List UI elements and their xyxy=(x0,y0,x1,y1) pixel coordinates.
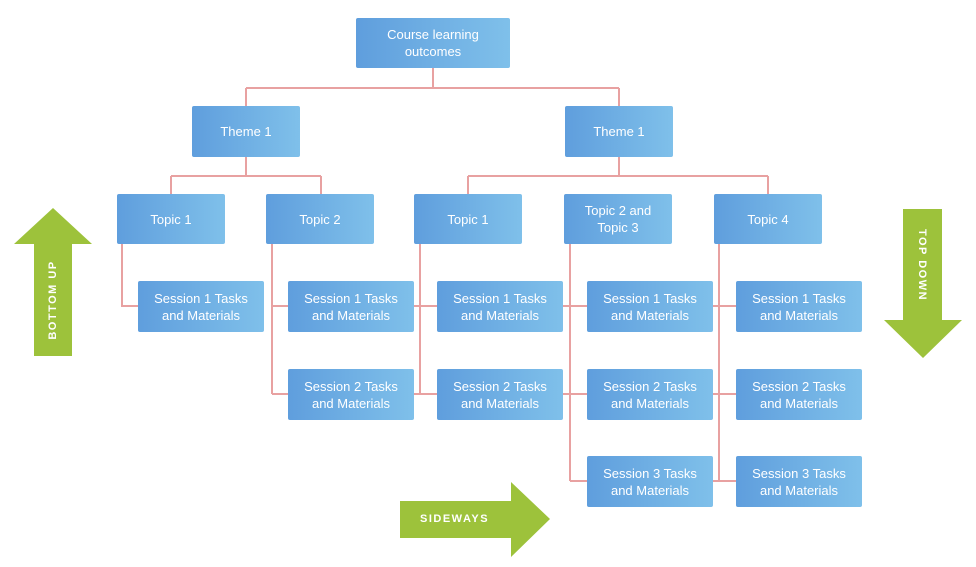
topic-label: Topic 1 xyxy=(447,211,489,227)
session-label: Session 1 Tasks and Materials xyxy=(453,290,547,323)
session-node[interactable]: Session 3 Tasks and Materials xyxy=(587,456,713,507)
connector-cross-sessions xyxy=(414,305,736,482)
topic-label: Topic 2 and Topic 3 xyxy=(584,203,652,235)
theme-label: Theme 1 xyxy=(220,124,272,139)
connector-theme-right-topics xyxy=(467,157,769,194)
connector-topic1-right-sessions xyxy=(419,244,437,395)
session-label: Session 2 Tasks and Materials xyxy=(603,378,697,411)
session-node[interactable]: Session 2 Tasks and Materials xyxy=(587,369,713,420)
theme-label: Theme 1 xyxy=(593,124,645,139)
session-label: Session 1 Tasks and Materials xyxy=(752,290,846,323)
session-node[interactable]: Session 1 Tasks and Materials xyxy=(288,281,414,332)
connector-topic2-sessions xyxy=(271,244,288,395)
session-label: Session 2 Tasks and Materials xyxy=(453,378,547,411)
session-node[interactable]: Session 3 Tasks and Materials xyxy=(736,456,862,507)
topic-label: Topic 2 xyxy=(299,211,341,227)
session-label: Session 3 Tasks and Materials xyxy=(752,465,846,498)
connector-topic1-left-sessions xyxy=(121,244,138,307)
root-label: Course learning outcomes xyxy=(387,27,479,59)
session-label: Session 1 Tasks and Materials xyxy=(304,290,398,323)
topic-node[interactable]: Topic 2 xyxy=(266,194,374,244)
session-label: Session 3 Tasks and Materials xyxy=(603,465,697,498)
session-node[interactable]: Session 1 Tasks and Materials xyxy=(587,281,713,332)
top-down-label: TOP DOWN xyxy=(916,228,928,302)
connector-theme-left-topics xyxy=(170,157,322,194)
bottom-up-arrow: BOTTOM UP xyxy=(14,208,92,356)
bottom-up-label: BOTTOM UP xyxy=(47,260,59,340)
arrow-right-icon xyxy=(400,482,550,557)
theme-node-right[interactable]: Theme 1 xyxy=(565,106,673,157)
arrow-up-icon xyxy=(14,208,92,356)
sideways-label: SIDEWAYS xyxy=(420,513,490,525)
theme-node-left[interactable]: Theme 1 xyxy=(192,106,300,157)
session-node[interactable]: Session 1 Tasks and Materials xyxy=(138,281,264,332)
session-label: Session 1 Tasks and Materials xyxy=(154,290,248,323)
connector-root-themes xyxy=(245,68,620,106)
session-label: Session 2 Tasks and Materials xyxy=(752,378,846,411)
session-label: Session 2 Tasks and Materials xyxy=(304,378,398,411)
topic-node[interactable]: Topic 4 xyxy=(714,194,822,244)
topic-label: Topic 4 xyxy=(747,211,789,227)
session-node[interactable]: Session 2 Tasks and Materials xyxy=(288,369,414,420)
topic-label: Topic 1 xyxy=(150,211,192,227)
session-node[interactable]: Session 2 Tasks and Materials xyxy=(437,369,563,420)
topic-node[interactable]: Topic 1 xyxy=(414,194,522,244)
session-node[interactable]: Session 1 Tasks and Materials xyxy=(437,281,563,332)
top-down-arrow: TOP DOWN xyxy=(884,209,962,358)
session-label: Session 1 Tasks and Materials xyxy=(603,290,697,323)
topic-node[interactable]: Topic 1 xyxy=(117,194,225,244)
connector-topic23-sessions xyxy=(569,244,587,482)
connector-topic4-sessions xyxy=(718,244,736,482)
sideways-arrow: SIDEWAYS xyxy=(400,482,550,557)
root-node[interactable]: Course learning outcomes xyxy=(356,18,510,68)
session-node[interactable]: Session 2 Tasks and Materials xyxy=(736,369,862,420)
arrow-down-icon xyxy=(884,209,962,358)
topic-node[interactable]: Topic 2 and Topic 3 xyxy=(564,194,672,244)
session-node[interactable]: Session 1 Tasks and Materials xyxy=(736,281,862,332)
